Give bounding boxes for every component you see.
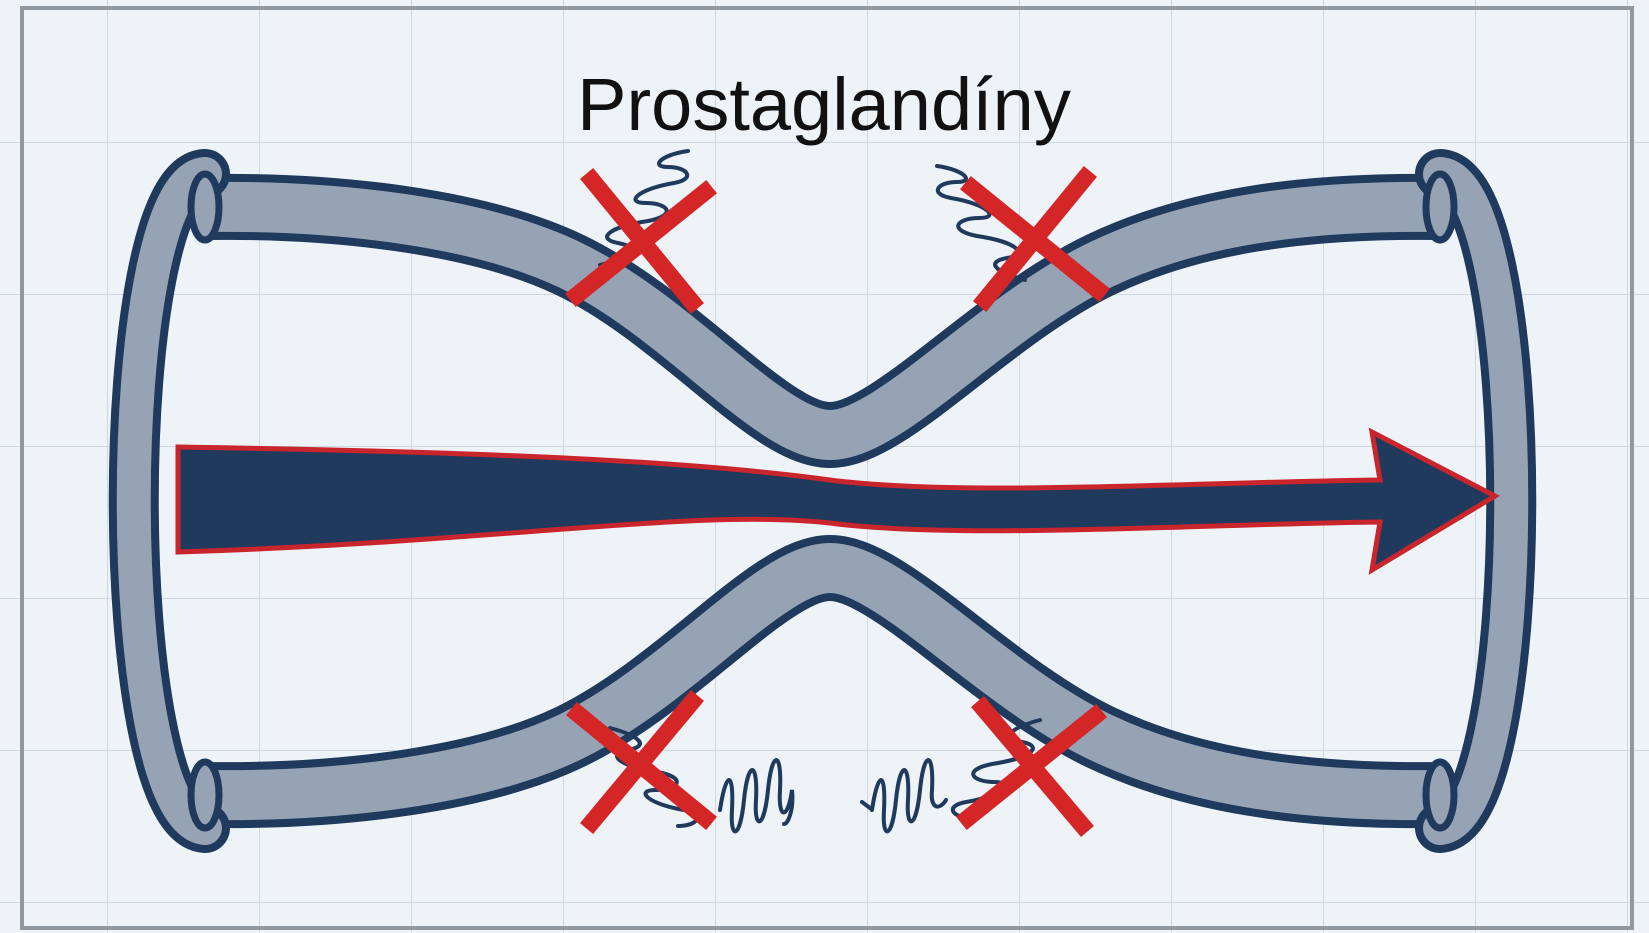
red-x-icon: [960, 166, 1110, 312]
diagram-title: Prostaglandíny: [577, 63, 1071, 146]
vessel-left-opening-bottom: [187, 758, 223, 832]
muscle-coil-icon: [935, 164, 1027, 282]
red-x-icon: [566, 690, 717, 834]
vessel-right-opening-top: [1422, 170, 1458, 244]
vessel-left-opening-top: [187, 170, 223, 244]
red-x-icon: [956, 696, 1107, 837]
red-x-icon: [565, 168, 717, 314]
muscle-coil-icon: [718, 758, 795, 834]
frame: [20, 6, 1634, 930]
vessel-right-opening-bottom: [1422, 758, 1458, 832]
flow-arrow: [175, 427, 1501, 575]
muscle-coil-icon: [870, 758, 948, 834]
muscle-coil-icon: [598, 149, 690, 267]
vessel: [108, 149, 1537, 853]
block-marks: [565, 166, 1110, 837]
